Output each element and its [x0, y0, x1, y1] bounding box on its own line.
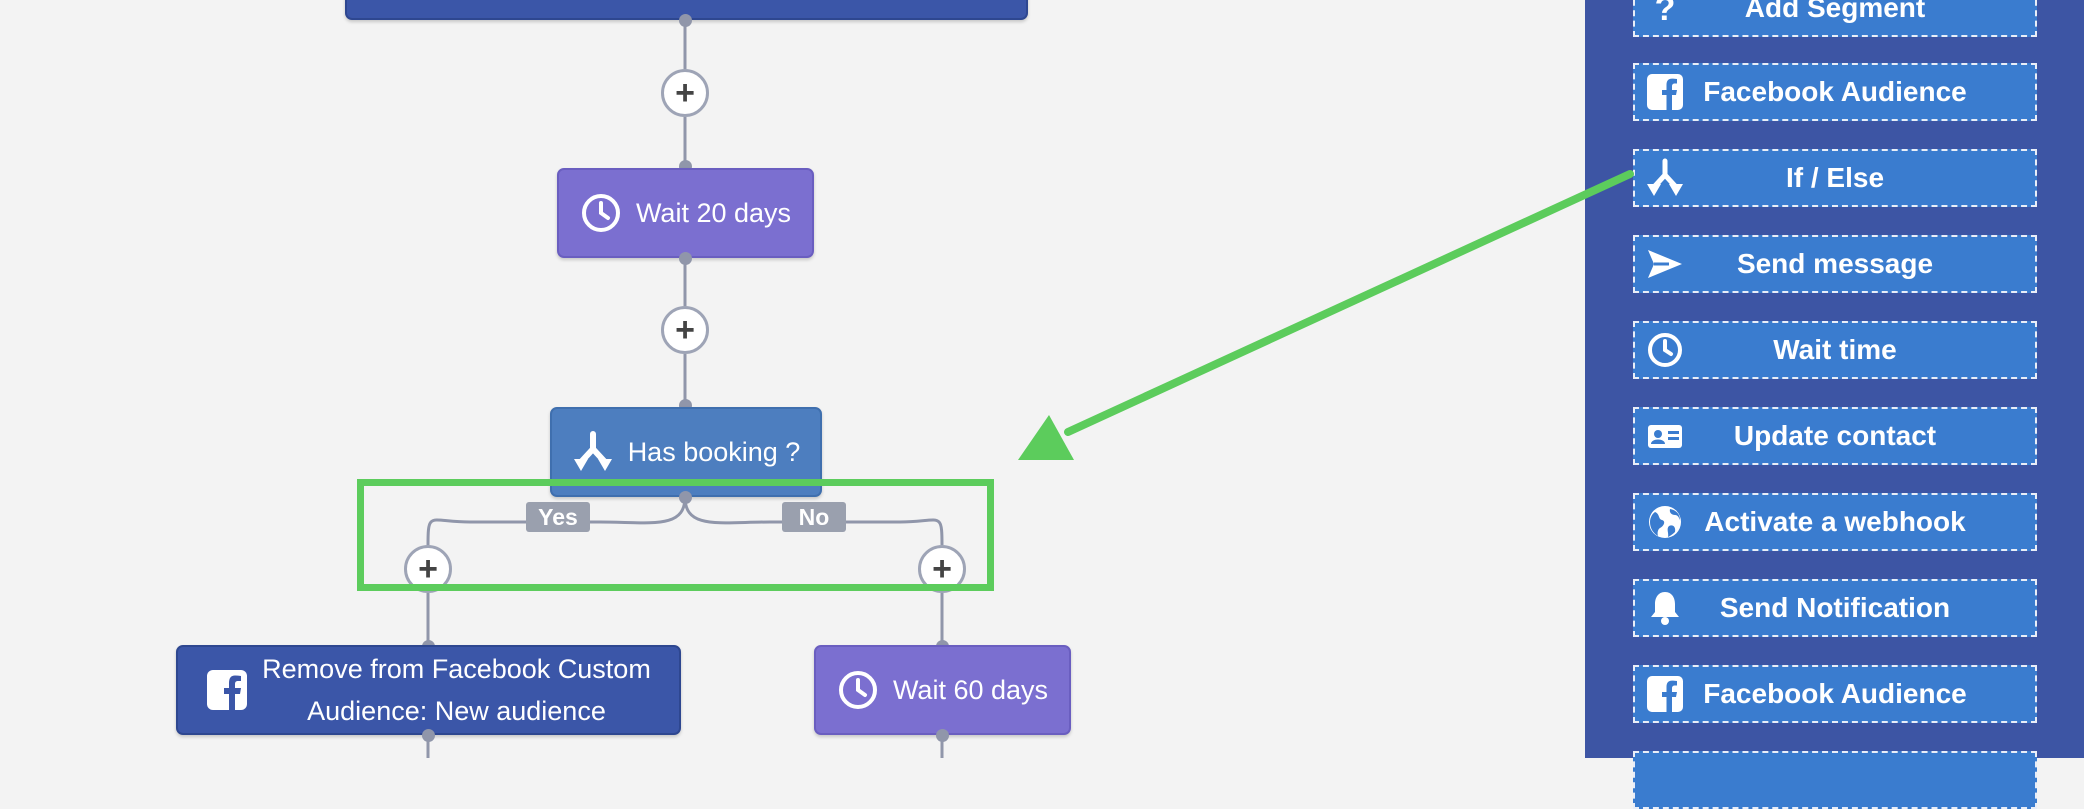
- facebook-icon: [1647, 676, 1683, 712]
- connector-dot: [679, 252, 692, 265]
- node-label: Has booking ?: [627, 437, 801, 467]
- facebook-icon: [207, 670, 248, 710]
- split-icon: [573, 431, 612, 471]
- action-palette-sidebar: ? Add Segment Facebook Audience If / Els…: [1585, 0, 2084, 809]
- add-segment-button[interactable]: ? Add Segment: [1633, 0, 2037, 37]
- node-label: Wait 20 days: [635, 198, 792, 228]
- clock-icon: [838, 671, 877, 709]
- facebook-audience-button[interactable]: Facebook Audience: [1633, 665, 2037, 723]
- no-branch-label: No: [782, 502, 846, 532]
- node-label: Wait 60 days: [892, 675, 1049, 705]
- flow-canvas[interactable]: + Wait 20 days + Has booking ? Yes No + …: [0, 0, 1585, 758]
- question-icon: ?: [1655, 0, 1676, 28]
- yes-branch-label: Yes: [526, 502, 590, 532]
- connector-dot: [936, 729, 949, 742]
- node-label: Remove from Facebook Custom Audience: Ne…: [262, 654, 651, 726]
- activate-webhook-button[interactable]: Activate a webhook: [1633, 493, 2037, 551]
- add-step-button[interactable]: +: [661, 306, 709, 354]
- if-else-button[interactable]: If / Else: [1633, 149, 2037, 207]
- bell-icon: [1651, 592, 1679, 625]
- send-notification-button[interactable]: Send Notification: [1633, 579, 2037, 637]
- wait-60-days-node[interactable]: Wait 60 days: [814, 645, 1071, 735]
- remove-facebook-audience-node[interactable]: Remove from Facebook Custom Audience: Ne…: [176, 645, 681, 735]
- next-palette-button[interactable]: [1633, 751, 2037, 809]
- connector-dot: [679, 491, 692, 504]
- update-contact-button[interactable]: Update contact: [1633, 407, 2037, 465]
- split-icon: [1647, 158, 1683, 196]
- send-icon: [1648, 250, 1682, 278]
- wait-20-days-node[interactable]: Wait 20 days: [557, 168, 814, 258]
- globe-icon: [1649, 506, 1681, 538]
- clock-icon: [581, 194, 620, 232]
- branch-highlight-box: [357, 479, 994, 591]
- wait-time-button[interactable]: Wait time: [1633, 321, 2037, 379]
- facebook-icon: [1647, 74, 1683, 110]
- send-message-button[interactable]: Send message: [1633, 235, 2037, 293]
- connector-dot: [679, 14, 692, 27]
- clock-icon: [1648, 333, 1682, 367]
- facebook-audience-button[interactable]: Facebook Audience: [1633, 63, 2037, 121]
- svg-text:?: ?: [1655, 0, 1676, 28]
- contact-card-icon: [1648, 425, 1682, 448]
- add-step-button[interactable]: +: [661, 69, 709, 117]
- connector-dot: [422, 729, 435, 742]
